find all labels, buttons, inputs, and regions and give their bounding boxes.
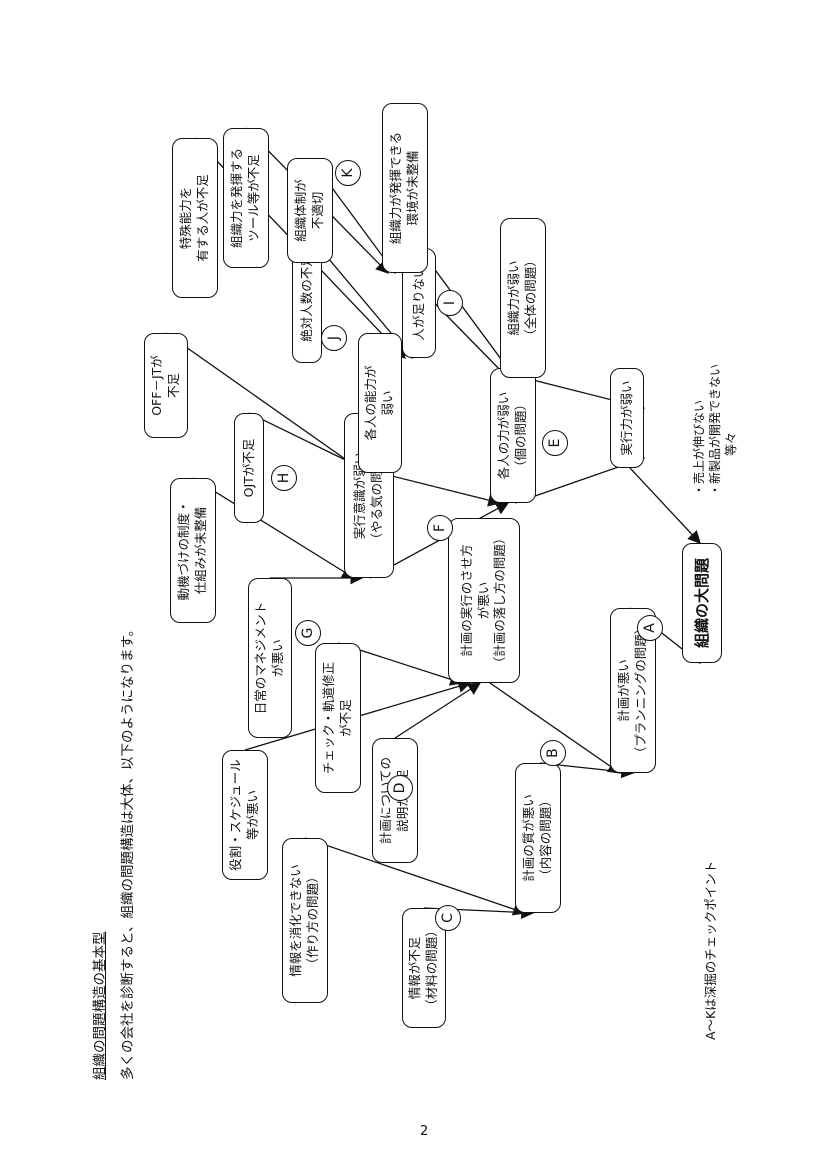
info-digest-node: 情報を消化できない （作り方の問題）	[282, 838, 328, 1003]
checkpoint-d: D	[387, 775, 413, 801]
edge-infodigest-planquality	[304, 837, 527, 916]
edge-planexec-planbad	[489, 682, 622, 774]
plan-exec-bad-node: 計画の実行のさせ方 が悪い （計画の落し方の問題）	[448, 518, 520, 683]
edge-ability-indiv	[379, 472, 502, 507]
plan-explain-node: 計画についての 説明が不足	[372, 738, 418, 863]
result-line-2: ・新製品が開発できない	[708, 363, 722, 496]
org-system-node: 組織体制が 不適切	[287, 158, 333, 263]
footnote: A～Kは深掘のチェックポイント	[703, 860, 718, 1040]
org-power-node: 組織力が弱い （全体の問題）	[500, 218, 546, 378]
indiv-power-node: 各人の力が弱い （個の問題）	[490, 368, 536, 503]
special-skill-node: 特殊能力を 有する人が不足	[172, 138, 218, 298]
check-fix-node: チェック・軌道修正 が不足	[315, 643, 361, 793]
checkpoint-e: E	[542, 430, 568, 456]
checkpoint-h: H	[271, 465, 297, 491]
checkpoint-k: K	[335, 160, 361, 186]
checkpoint-a: A	[637, 615, 663, 641]
checkpoint-i: I	[437, 290, 463, 316]
result-line-1: ・売上が伸びない	[692, 399, 706, 496]
page-number: 2	[420, 1124, 429, 1139]
role-schedule-node: 役割・スケジュール 等が悪い	[222, 750, 268, 880]
checkpoint-c: C	[435, 905, 461, 931]
edge-offjt-ability	[165, 332, 367, 474]
checkpoint-b: B	[540, 740, 566, 766]
result-line-3: 等々	[724, 431, 738, 456]
ability-weak-node: 各人の能力が 弱い	[358, 333, 402, 473]
incentive-node: 動機づけの制度・ 仕組みが未整備	[170, 478, 216, 623]
intro-text: 多くの会社を診断すると、組織の問題構造は大体、以下のようになります。	[120, 622, 136, 1080]
edge-execweak-main	[629, 467, 701, 544]
daily-mgmt-node: 日常のマネジメント が悪い	[248, 578, 292, 738]
edge-explain-planexec	[394, 682, 482, 739]
plan-quality-node: 計画の質が悪い （内容の問題）	[515, 763, 561, 913]
main-problem-node: 組織の大問題	[682, 543, 722, 663]
exec-weak-node: 実行力が弱い	[610, 368, 644, 468]
checkpoint-j: J	[321, 325, 347, 351]
checkpoint-g: G	[295, 620, 321, 646]
heading: 組織の問題構造の基本型	[92, 931, 108, 1081]
edge-incent-motiv	[192, 477, 356, 579]
org-env-node: 組織力が発揮できる 環境が未整備	[382, 103, 428, 273]
checkpoint-f: F	[427, 515, 453, 541]
ojt-node: OJTが不足	[234, 413, 264, 523]
offjt-node: OFF－JTが 不足	[144, 333, 188, 438]
org-tools-node: 組織力を発揮する ツール等が不足	[223, 128, 269, 268]
